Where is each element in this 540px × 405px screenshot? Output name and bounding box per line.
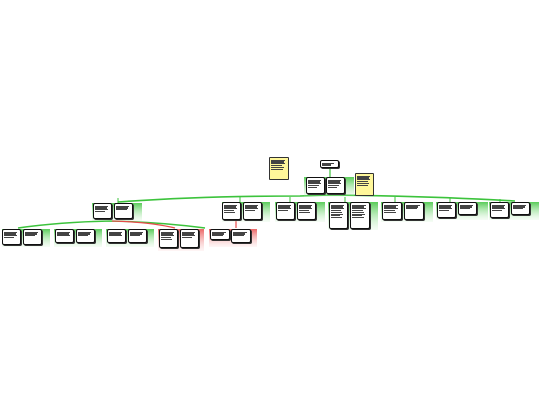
level2-node[interactable]: [297, 202, 316, 220]
level2-node[interactable]: [222, 202, 241, 220]
level3-red-node[interactable]: [159, 229, 178, 248]
note-left[interactable]: [269, 157, 289, 180]
note-right[interactable]: [355, 173, 374, 196]
level2-node[interactable]: [382, 202, 402, 220]
level2-node[interactable]: [511, 202, 530, 215]
level2-node[interactable]: [276, 202, 295, 220]
level2-node[interactable]: [329, 202, 348, 229]
level3-red-node[interactable]: [231, 229, 251, 243]
level3-node[interactable]: [2, 229, 21, 245]
level1-node-b[interactable]: [326, 177, 345, 194]
level3-red-node[interactable]: [180, 229, 199, 248]
level3-node[interactable]: [128, 229, 147, 243]
level3-node[interactable]: [23, 229, 42, 245]
level1-node-a[interactable]: [306, 177, 325, 194]
level3-node[interactable]: [55, 229, 74, 243]
root-node[interactable]: [320, 160, 339, 168]
level2-node[interactable]: [437, 202, 456, 218]
branch-left-sub: [17, 220, 206, 229]
level2-node[interactable]: [350, 202, 370, 229]
level3-red-node[interactable]: [210, 229, 230, 240]
branch-left-red: [111, 220, 176, 229]
level2-node[interactable]: [458, 202, 477, 215]
level2-node[interactable]: [490, 202, 509, 218]
level2-node[interactable]: [114, 203, 133, 219]
level3-node[interactable]: [76, 229, 95, 243]
level2-node[interactable]: [404, 202, 424, 220]
level3-node[interactable]: [107, 229, 126, 243]
level2-node[interactable]: [93, 203, 112, 219]
level2-node[interactable]: [243, 202, 262, 220]
